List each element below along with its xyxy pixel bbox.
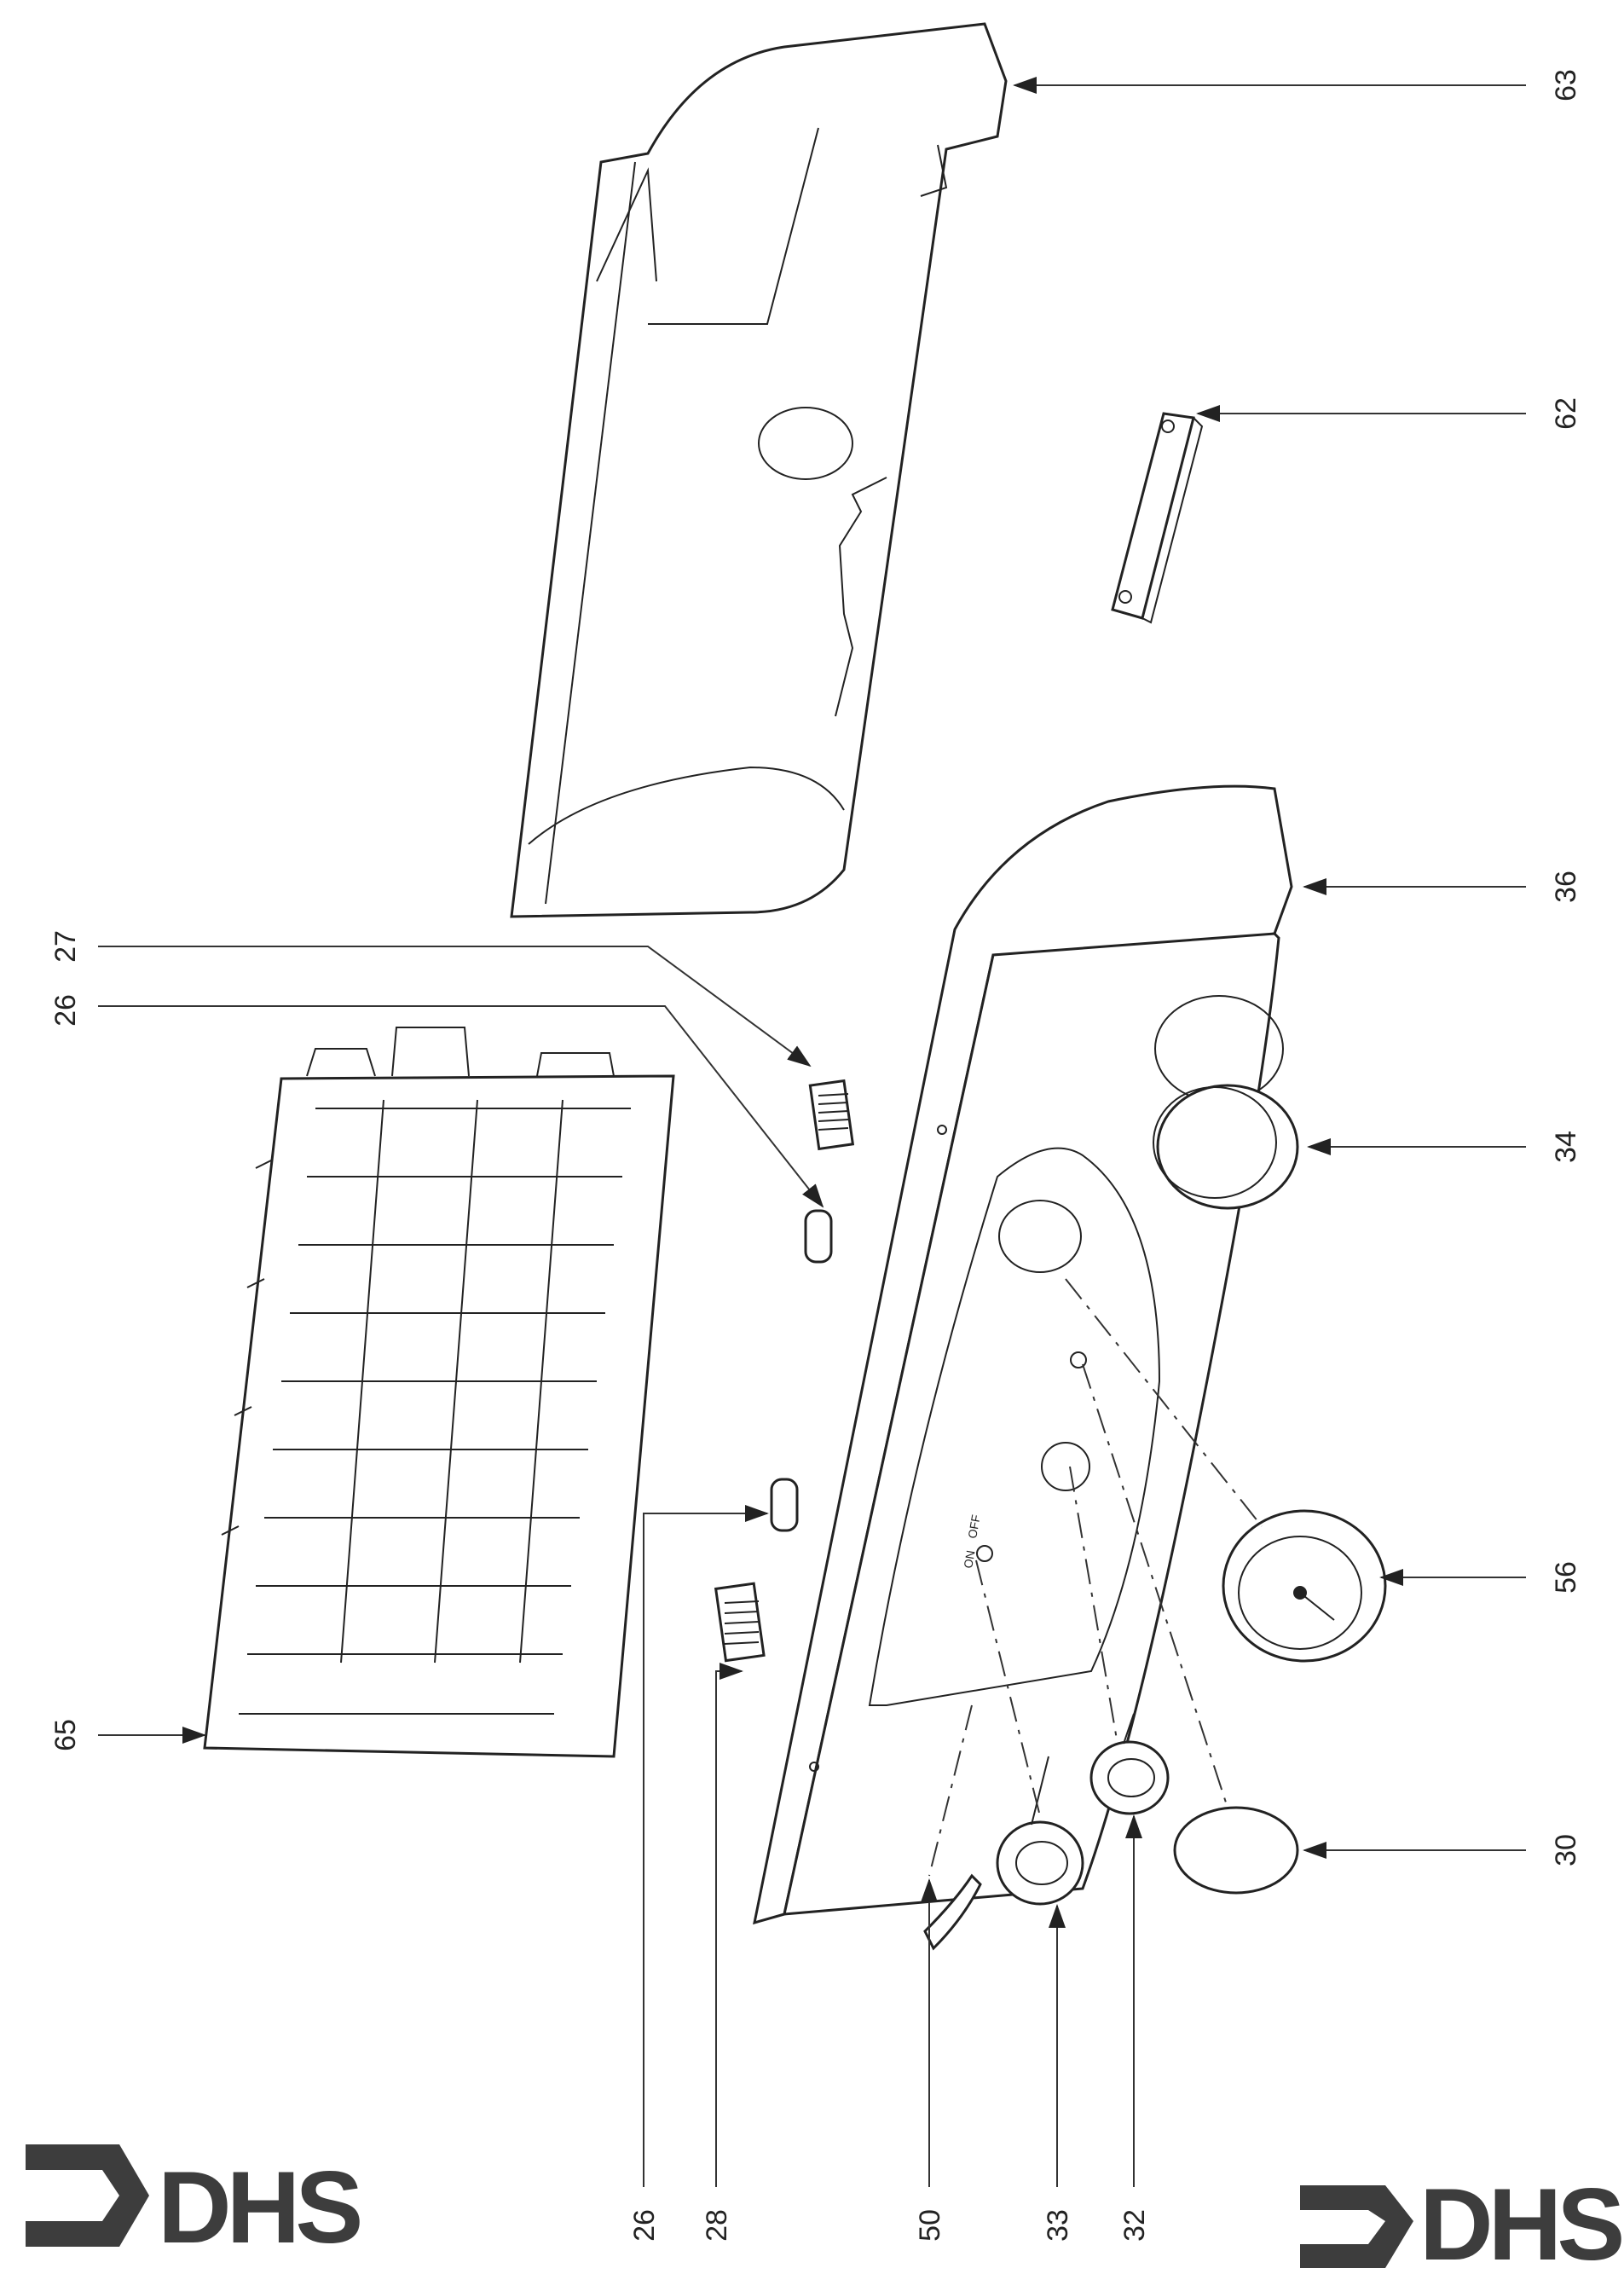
label-33: 33: [1042, 2209, 1074, 2242]
leader-lines: [98, 77, 1526, 2187]
part-labels: 63 62 36 34 56 30 27 26 65 26 28 50 33 3…: [49, 69, 1582, 2242]
label-56: 56: [1550, 1561, 1582, 1594]
label-26-bottom: 26: [628, 2209, 661, 2242]
label-62: 62: [1550, 397, 1582, 430]
label-28: 28: [701, 2209, 733, 2242]
label-26-top: 26: [49, 994, 82, 1027]
logo-bracket-icon: [26, 2144, 149, 2247]
logo-text-left: DHS: [158, 2150, 360, 2265]
label-30: 30: [1550, 1834, 1582, 1866]
label-36: 36: [1550, 871, 1582, 903]
control-panel-part-36: ON OFF: [753, 784, 1293, 1925]
label-34: 34: [1550, 1131, 1582, 1163]
pin-part-26-bottom: [770, 1478, 799, 1532]
pressure-gauge-part-56: [1222, 1509, 1387, 1663]
knob-part-33: [996, 1756, 1084, 1906]
spring-part-27: [808, 1079, 855, 1151]
label-65: 65: [49, 1719, 82, 1751]
dhs-logo-left: DHS: [26, 2144, 365, 2265]
dhs-logo-right: DHS: [1300, 2167, 1624, 2274]
bracket-part-62: [1111, 412, 1204, 624]
on-label: ON: [961, 1549, 977, 1569]
logo-text-right: DHS: [1419, 2167, 1621, 2274]
knob-part-32: [1089, 1713, 1170, 1815]
label-32: 32: [1118, 2209, 1151, 2242]
label-50: 50: [914, 2209, 946, 2242]
pcb-part-65: [203, 1027, 675, 1758]
blanking-cap-part-30: [1173, 1806, 1299, 1895]
label-63: 63: [1550, 69, 1582, 101]
logo-bracket-icon: [1300, 2185, 1413, 2268]
rear-cover-part-63: [510, 22, 1008, 918]
knob-part-34: [1153, 1084, 1299, 1210]
spring-part-28: [714, 1582, 766, 1663]
indicator-strip-part-50: [923, 1873, 982, 1951]
label-27: 27: [49, 930, 82, 963]
pin-part-26-top: [804, 1209, 833, 1264]
off-label: OFF: [965, 1513, 983, 1539]
